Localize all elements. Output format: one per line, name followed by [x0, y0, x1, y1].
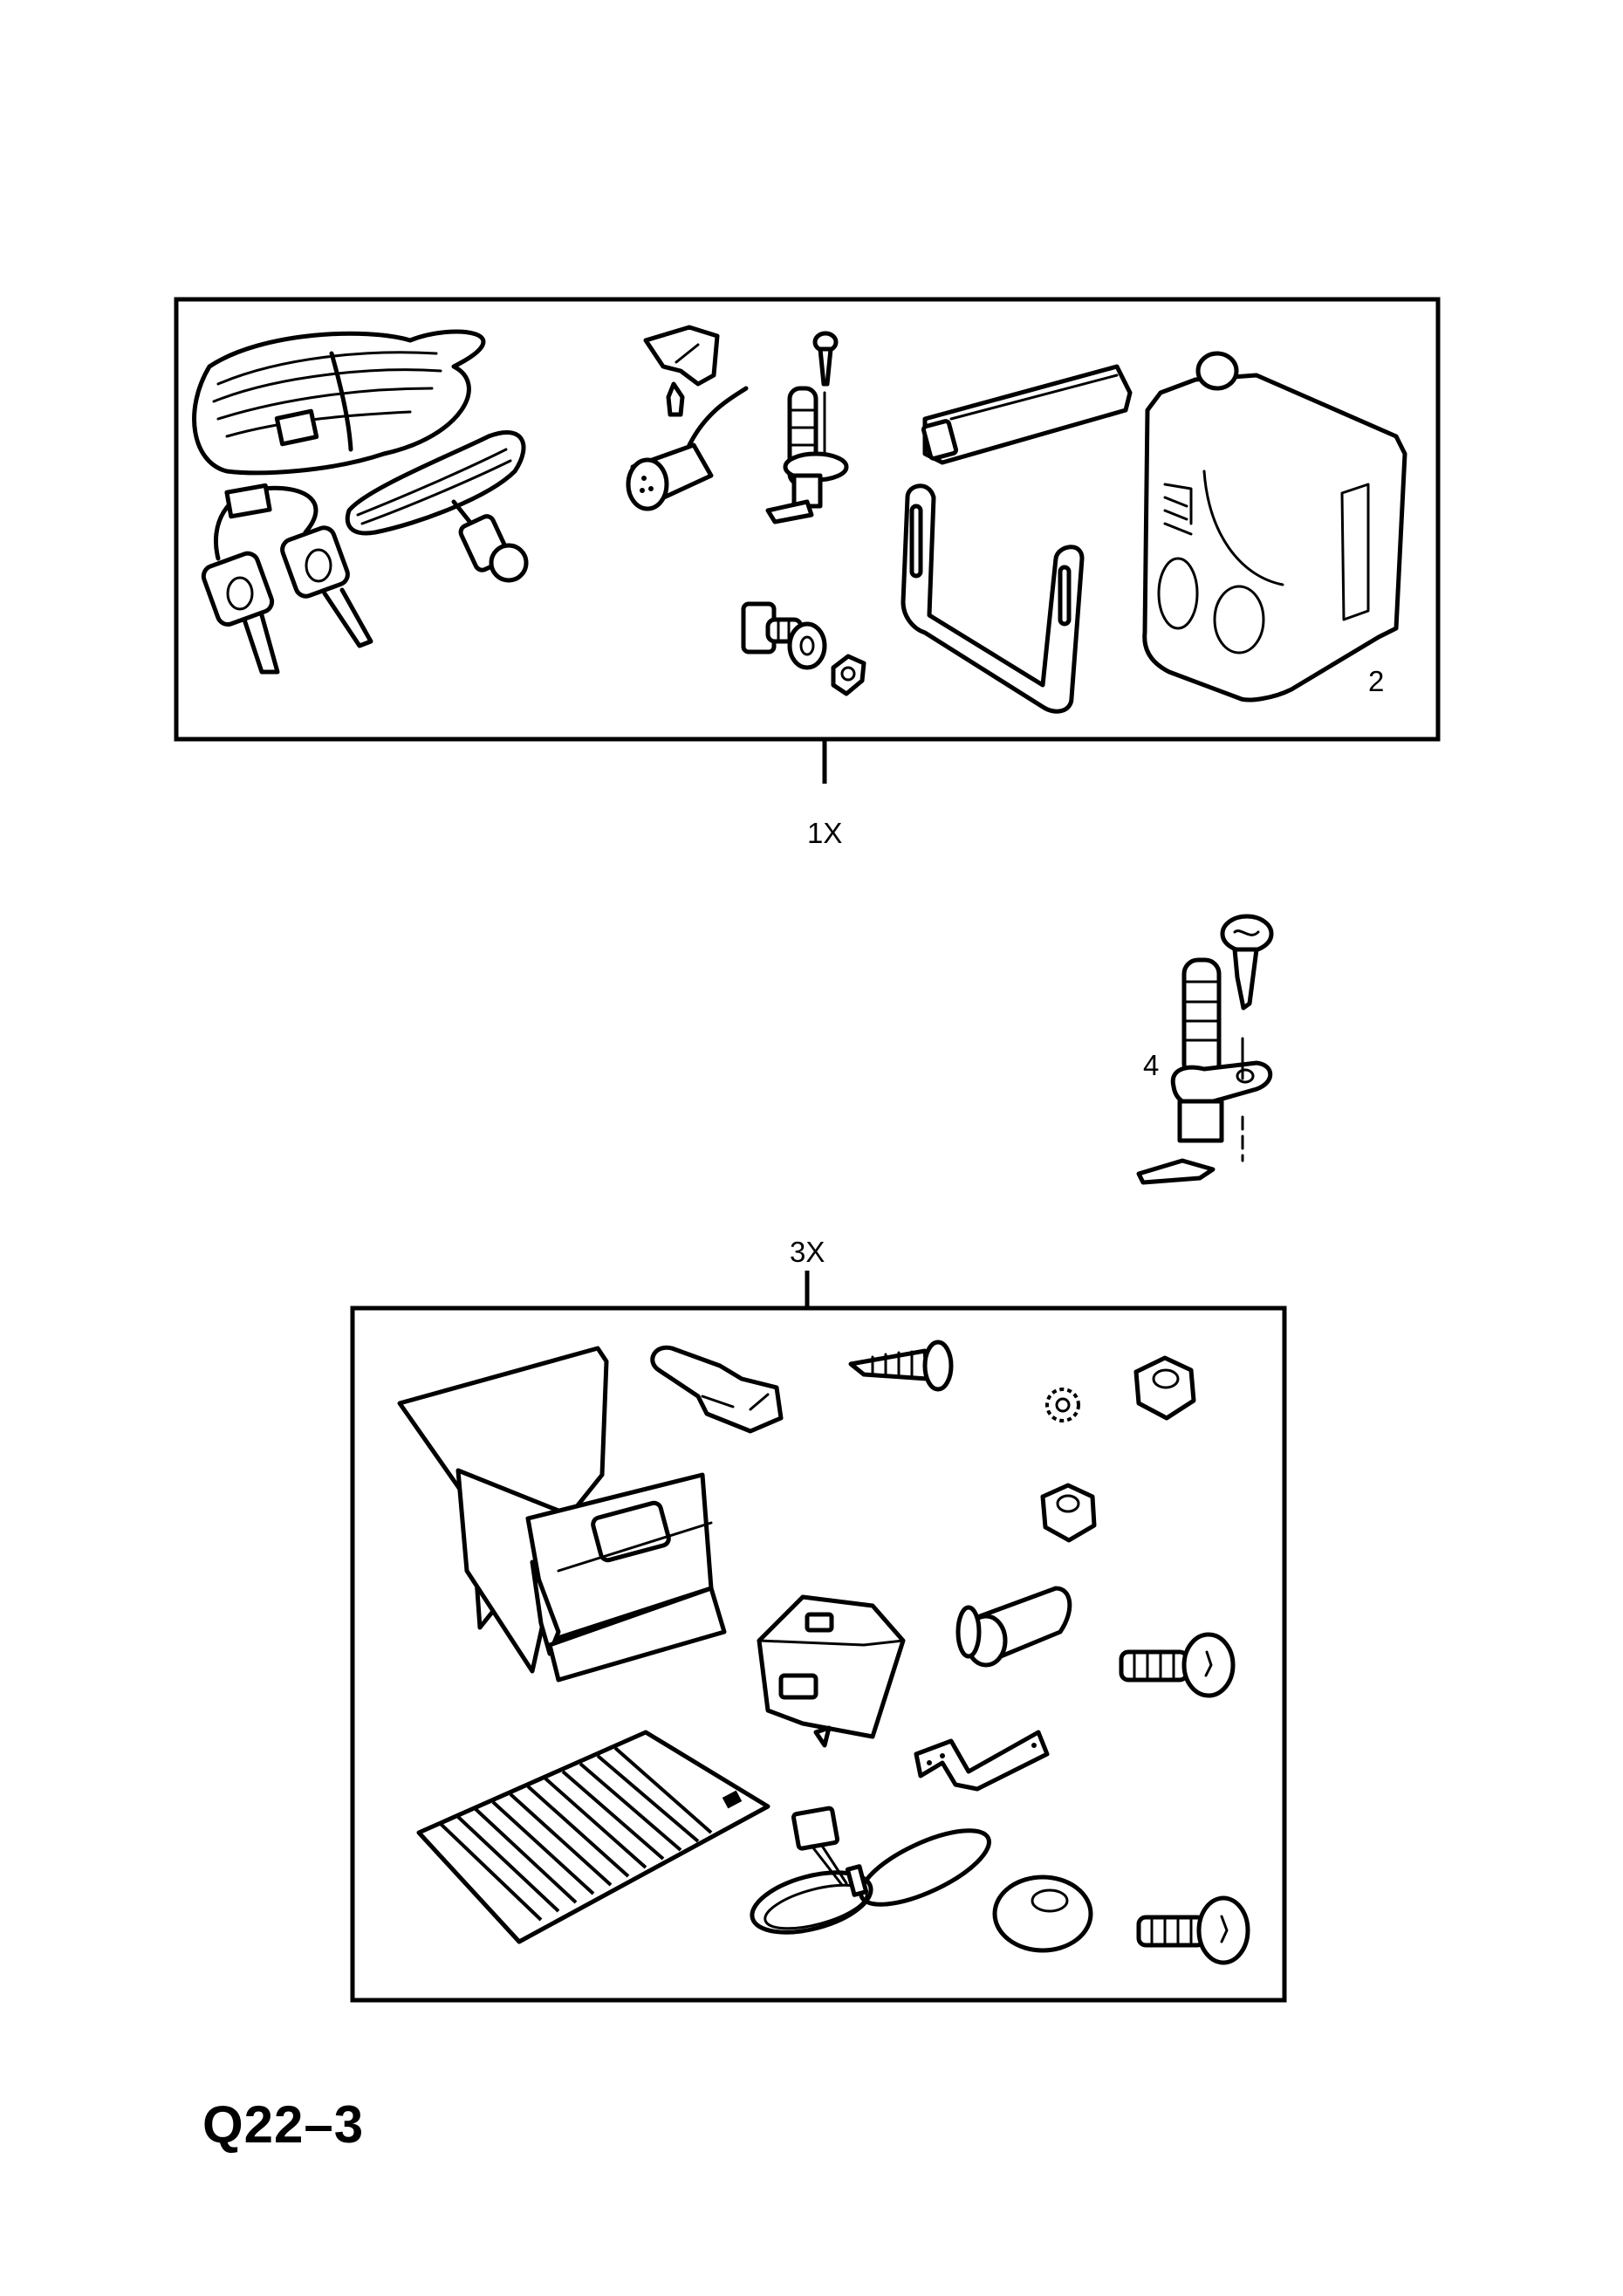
machine-screw-icon	[1119, 1632, 1236, 1698]
screw-icon	[1220, 914, 1274, 1011]
led-indicator-icon	[345, 430, 529, 583]
instruction-sheet-icon	[416, 1730, 770, 1944]
hex-nut-small-icon	[1040, 1483, 1097, 1543]
kit-3-callout: 3X	[790, 1236, 825, 1268]
mounting-bracket-icon	[643, 325, 720, 387]
page-id-label: Q22–3	[202, 2095, 365, 2154]
relay-icon	[757, 1594, 906, 1748]
wiring-harness-icon	[192, 329, 486, 476]
small-screw-icon	[812, 331, 839, 387]
bonnet-switch-icon	[765, 386, 849, 524]
key-pair-icon	[201, 483, 373, 675]
square-bolt-icon	[741, 601, 804, 655]
hex-nut-icon	[1133, 1355, 1196, 1421]
sensor-module-icon	[921, 364, 1133, 465]
self-tapping-screw-icon	[666, 381, 685, 417]
kit-3-frame	[350, 1306, 1287, 2003]
z-bracket-icon	[914, 1730, 1050, 1792]
washer-icon	[787, 621, 827, 670]
siren-unit-icon	[1142, 351, 1407, 703]
bonnet-switch-pin-icon	[1136, 957, 1273, 1185]
self-tapping-screw-icon-2	[848, 1340, 954, 1392]
machine-screw-icon-2	[1136, 1895, 1250, 1965]
pin-switch-icon	[955, 1586, 1072, 1668]
kit-1-frame	[174, 297, 1441, 742]
connector-plug-icon	[626, 386, 749, 511]
lock-washer-icon	[1045, 1388, 1080, 1422]
nut-icon	[831, 654, 866, 696]
u-bracket-icon	[901, 483, 1085, 714]
kit-1-callout: 1X	[807, 817, 843, 849]
item-2-callout: 2	[1368, 665, 1384, 697]
wiring-loom-icon	[750, 1806, 991, 1935]
item-4-callout: 4	[1143, 1049, 1159, 1081]
flat-washer-icon	[992, 1874, 1093, 1953]
packaging-box-icon	[397, 1346, 727, 1683]
spade-terminal-icon	[650, 1345, 784, 1434]
